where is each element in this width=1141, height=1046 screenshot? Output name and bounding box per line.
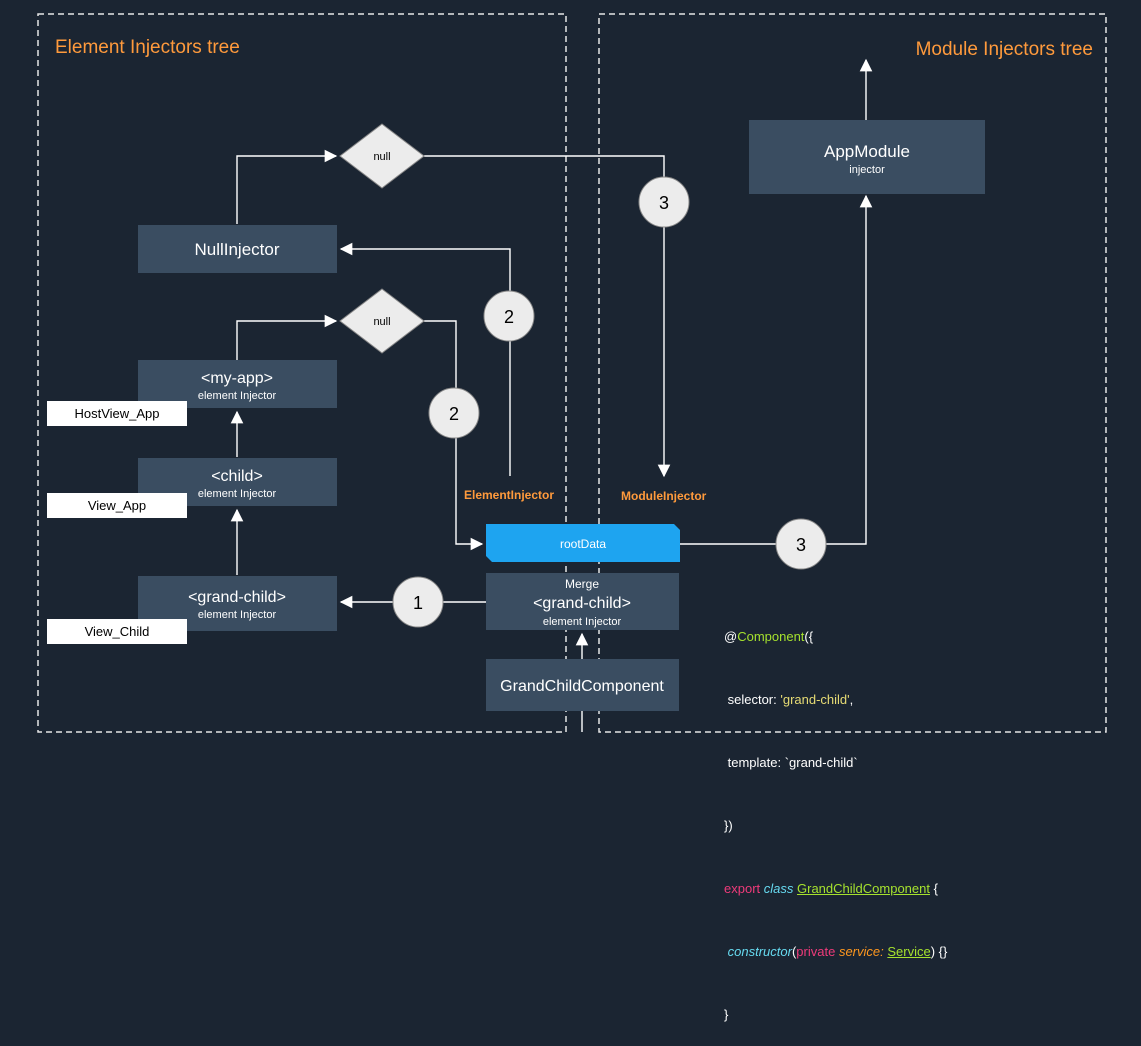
step-3-bottom-text: 3 (796, 535, 806, 555)
code-selector-val: 'grand-child' (780, 692, 850, 707)
code-at: @ (724, 629, 738, 644)
host-view-app-label: HostView_App (47, 401, 187, 426)
child-node: <child> element Injector (138, 458, 337, 506)
step-circle-1: 1 (392, 576, 444, 628)
edge-null-to-moduleinjector (424, 155, 671, 478)
step-circle-3-bottom: 3 (775, 518, 827, 570)
code-line-constructor: constructor(private service: Service) {} (724, 941, 948, 962)
step-circle-2-left: 2 (428, 387, 480, 439)
edge-rootdata-to-appmodule (680, 194, 873, 545)
view-child-text: View_Child (85, 624, 150, 639)
edge-elementinjector-to-nullinjector (339, 242, 511, 476)
null-injector-node: NullInjector (138, 225, 337, 273)
step-circle-2-right: 2 (483, 290, 535, 342)
my-app-node: <my-app> element Injector (138, 360, 337, 408)
child-title: <child> (211, 468, 263, 485)
code-line-decorator: @Component({ (724, 626, 947, 647)
grand-child-component-node: GrandChildComponent (486, 659, 679, 711)
connectors (230, 58, 873, 732)
merge-title: <grand-child> (533, 595, 631, 612)
module-tree-frame (598, 13, 1107, 733)
view-app-label: View_App (47, 493, 187, 518)
null-decision-top: null (339, 123, 425, 189)
code-line-end: } (724, 1007, 729, 1022)
view-child-label: View_Child (47, 619, 187, 644)
element-tree-title: Element Injectors tree (55, 37, 240, 58)
step-2-left-text: 2 (449, 404, 459, 424)
code-component: Component (737, 629, 805, 644)
app-module-node: AppModule injector (749, 120, 985, 194)
code-line-class: export class GrandChildComponent { (724, 878, 947, 899)
app-module-subtitle: injector (849, 164, 885, 176)
code-class: class (763, 881, 794, 896)
edge-nullinjector-to-null (236, 149, 338, 224)
code-class-name: GrandChildComponent (797, 881, 930, 896)
grand-child-title: <grand-child> (188, 589, 286, 606)
code-selector-key: selector: (724, 692, 781, 707)
code-private: private (796, 944, 836, 959)
code-brace: { (929, 881, 938, 896)
null-decision-mid: null (339, 288, 425, 354)
step-1-text: 1 (413, 593, 423, 613)
my-app-title: <my-app> (201, 370, 273, 387)
module-tree-title: Module Injectors tree (916, 39, 1093, 60)
step-3-top-text: 3 (659, 193, 669, 213)
code-service-type: Service (887, 944, 931, 959)
code-line-template: template: `grand-child` (724, 755, 858, 770)
code-comma: , (849, 692, 854, 707)
root-data-node: rootData (486, 524, 680, 562)
code-tail: ) {} (930, 944, 948, 959)
merge-subtitle: element Injector (543, 616, 622, 628)
view-app-text: View_App (88, 498, 146, 513)
element-injector-label: ElementInjector (464, 488, 554, 502)
my-app-subtitle: element Injector (198, 390, 277, 402)
app-module-title: AppModule (824, 142, 910, 161)
null-decision-mid-text: null (373, 316, 390, 328)
child-subtitle: element Injector (198, 488, 277, 500)
code-constructor: constructor (727, 944, 792, 959)
code-export: export (724, 881, 761, 896)
grand-child-component-title: GrandChildComponent (500, 678, 664, 695)
component-code-snippet: @Component({ selector: 'grand-child', te… (724, 584, 947, 1046)
element-tree-frame (37, 13, 567, 733)
root-data-title: rootData (560, 537, 606, 551)
grand-child-subtitle: element Injector (198, 609, 277, 621)
host-view-app-text: HostView_App (74, 406, 159, 421)
null-injector-title: NullInjector (194, 240, 279, 259)
null-decision-top-text: null (373, 151, 390, 163)
step-2-right-text: 2 (504, 307, 514, 327)
module-injector-label: ModuleInjector (621, 489, 707, 503)
code-open: ({ (804, 629, 814, 644)
code-line-selector: selector: 'grand-child', (724, 689, 947, 710)
edge-myapp-to-null (236, 314, 338, 360)
injector-diagram: Element Injectors tree Module Injectors … (37, 13, 1107, 733)
code-service-param: service: (838, 944, 884, 959)
merge-node: Merge <grand-child> element Injector (486, 573, 679, 630)
code-line-close: }) (724, 818, 733, 833)
merge-top: Merge (565, 577, 599, 591)
step-circle-3-top: 3 (638, 176, 690, 228)
